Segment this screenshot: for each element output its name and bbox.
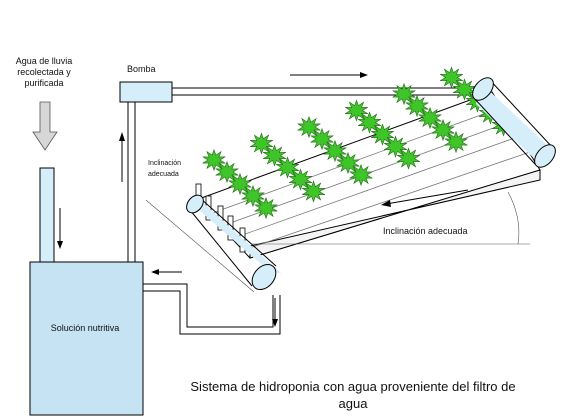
right-cylinder: [472, 77, 556, 168]
plant: [323, 139, 347, 163]
plant: [349, 163, 373, 187]
tilt-right-label: Inclinación adecuada: [383, 226, 468, 236]
plant: [392, 82, 416, 106]
plant: [418, 106, 442, 130]
plant: [370, 123, 395, 146]
tilt-left-label: Inclinación adecuada: [148, 160, 182, 178]
plant: [383, 135, 408, 158]
plant: [228, 172, 252, 196]
plant: [336, 151, 360, 175]
tilt-guides: [145, 191, 530, 293]
return-pipe: [143, 283, 274, 328]
inflow-arrow: [32, 101, 58, 151]
plant: [288, 168, 313, 191]
caption: Sistema de hidroponia con agua provenien…: [190, 379, 516, 411]
plant: [262, 144, 287, 167]
rain-water-label: Agua de lluvia recolectada y purificada: [15, 56, 73, 88]
down-arrow-inlet: [57, 208, 63, 249]
plant: [405, 94, 429, 118]
plant: [396, 147, 421, 170]
left-cylinder: [186, 194, 282, 291]
plant: [215, 160, 239, 184]
pump-box: [119, 81, 173, 103]
pump-label: Bomba: [127, 64, 156, 74]
inlet-pipe: [39, 167, 55, 265]
plant: [439, 66, 464, 89]
plant: [444, 130, 468, 154]
right-arrow-top: [290, 72, 368, 78]
plants: [202, 66, 516, 220]
plant: [275, 156, 300, 179]
plant: [297, 115, 321, 139]
plant: [344, 99, 369, 122]
plant: [241, 184, 265, 208]
plant: [431, 118, 455, 142]
plant: [310, 127, 334, 151]
plant: [202, 148, 226, 172]
plant: [357, 111, 382, 134]
plant: [249, 132, 274, 155]
plant: [301, 180, 326, 203]
left-arrow-channels: [381, 189, 469, 207]
down-arrow-drain: [272, 298, 278, 327]
left-arrow-return: [151, 269, 182, 275]
plant: [452, 78, 477, 101]
up-arrow-riser: [119, 132, 125, 182]
nutrient-tank: [29, 261, 144, 416]
plant: [254, 196, 278, 220]
tank-label: Solución nutritiva: [50, 323, 120, 333]
